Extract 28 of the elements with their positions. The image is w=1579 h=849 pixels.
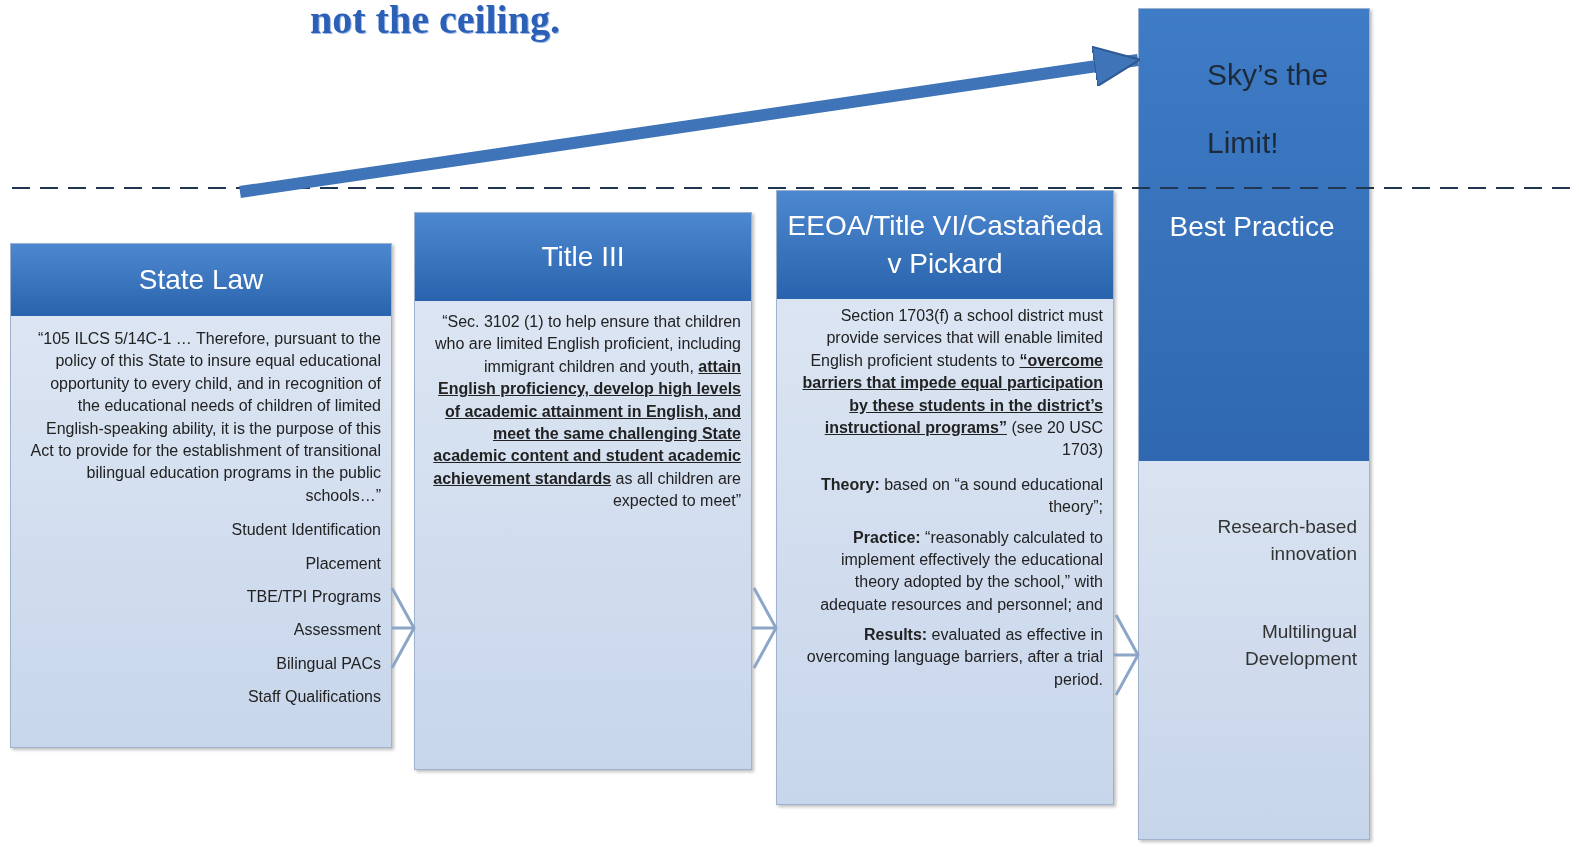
list-item: Bilingual PACs <box>275 653 381 674</box>
list-item: Placement <box>304 553 381 574</box>
title-text: not the ceiling. <box>310 0 560 43</box>
column-card <box>1138 8 1370 840</box>
body-text: “105 ILCS 5/14C-1 … Therefore, pursuant to the policy of this State to insure equal educational opportunity to every child, and in recognition of the educational needs of children of limited English-speaking ability, it is the purpose of this Act to provide for the establishment of transitional bilingual education programs in the public schools…” <box>29 329 381 506</box>
slogan-text: Sky’s the Limit! <box>1207 57 1330 161</box>
body-text: Multilingual Development <box>1244 620 1357 671</box>
list-item: Staff Qualifications <box>246 687 381 708</box>
body-text: Section 1703(f) a school district must provide services that will enable limited English proficient students to “overcome barriers that impede equal participation by these students in the district’s instructional programs” (see 20 USC 1703) <box>801 306 1103 461</box>
chevron-arrow <box>752 586 778 670</box>
body-text: Practice: “reasonably calculated to implement effectively the educational theory adopted by the school,” with adequate resources and personnel; and <box>819 527 1103 615</box>
body-text: Theory: based on “a sound educational theory”; <box>820 474 1103 518</box>
chevron-arrow <box>390 586 416 670</box>
chevron-arrow <box>1114 613 1140 697</box>
column-heading: Best Practice <box>1168 210 1336 244</box>
column-heading: State Law <box>11 244 391 316</box>
list-item: Assessment <box>292 620 381 641</box>
list-item: TBE/TPI Programs <box>245 586 381 607</box>
column-card <box>10 243 392 748</box>
column-card <box>414 212 752 770</box>
list-item: Student Identification <box>230 520 381 541</box>
column-heading: EEOA/Title VI/Castañeda v Pickard <box>777 191 1113 299</box>
body-text: Research-based innovation <box>1216 515 1357 566</box>
column-heading: Title III <box>415 213 751 301</box>
body-text: “Sec. 3102 (1) to help ensure that children who are limited English proficient, including immigrant children and youth, attain English proficiency, develop high levels of academic attainment in English, and meet the same challenging State academic content and student academic achievement standards as all children are expected to meet” <box>432 312 741 512</box>
arrow <box>239 45 1141 198</box>
column-card <box>776 190 1114 805</box>
body-text: Results: evaluated as effective in overcoming language barriers, after a trial period. <box>805 625 1103 690</box>
